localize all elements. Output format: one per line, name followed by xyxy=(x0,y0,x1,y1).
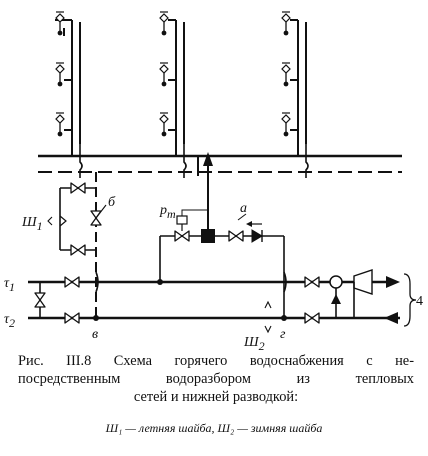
valve-icon[interactable] xyxy=(228,230,244,242)
faucet-icon xyxy=(55,11,291,138)
arrow-left-icon xyxy=(384,312,398,324)
mixer-block-icon xyxy=(201,229,215,243)
hot-water-supply-diagram: б Ш1 τ1 τ2 в рт а Ш2 г xyxy=(4,11,423,350)
left-bypass-loop xyxy=(59,187,96,251)
central-supply-line xyxy=(197,156,209,236)
valve-icon[interactable] xyxy=(70,244,86,256)
caption-line-1: Рис. III.8 Схема горячего водоснабжения … xyxy=(18,353,414,369)
meter-icon xyxy=(329,275,343,289)
valve-icon[interactable] xyxy=(304,312,320,324)
temperature-regulator-valve-icon[interactable] xyxy=(174,230,190,242)
label-g: г xyxy=(280,327,286,342)
valve-icon[interactable] xyxy=(34,292,46,308)
label-t1: τ1 xyxy=(4,276,15,294)
flow-arrow-icon xyxy=(203,152,213,166)
figure-legend: Ш₁ — летняя шайба, Ш₂ — зимняя шайба xyxy=(105,421,323,435)
elevator-nozzle-icon xyxy=(353,269,373,295)
label-4: 4 xyxy=(416,294,423,309)
label-rt: рт xyxy=(159,203,176,221)
label-w2: Ш2 xyxy=(243,335,265,350)
label-v: в xyxy=(92,327,98,342)
label-w1: Ш1 xyxy=(21,215,43,233)
riser-middle xyxy=(168,19,185,156)
valve-icon[interactable] xyxy=(64,312,80,324)
label-a: а xyxy=(240,201,247,216)
valve-icon[interactable] xyxy=(304,276,320,288)
valve-icon[interactable] xyxy=(70,182,86,194)
label-b: б xyxy=(108,195,116,210)
label-t2: τ2 xyxy=(4,312,15,330)
figure-caption: Рис. III.8 Схема горячего водоснабжения … xyxy=(18,352,414,406)
caption-line-3: сетей и нижней разводкой: xyxy=(133,389,299,405)
mixing-loop xyxy=(159,235,285,318)
arrow-right-icon xyxy=(386,276,400,288)
caption-line-2: посредственным водоразбором из тепловых xyxy=(18,371,414,387)
riser-right xyxy=(290,19,307,156)
valve-icon[interactable] xyxy=(64,276,80,288)
